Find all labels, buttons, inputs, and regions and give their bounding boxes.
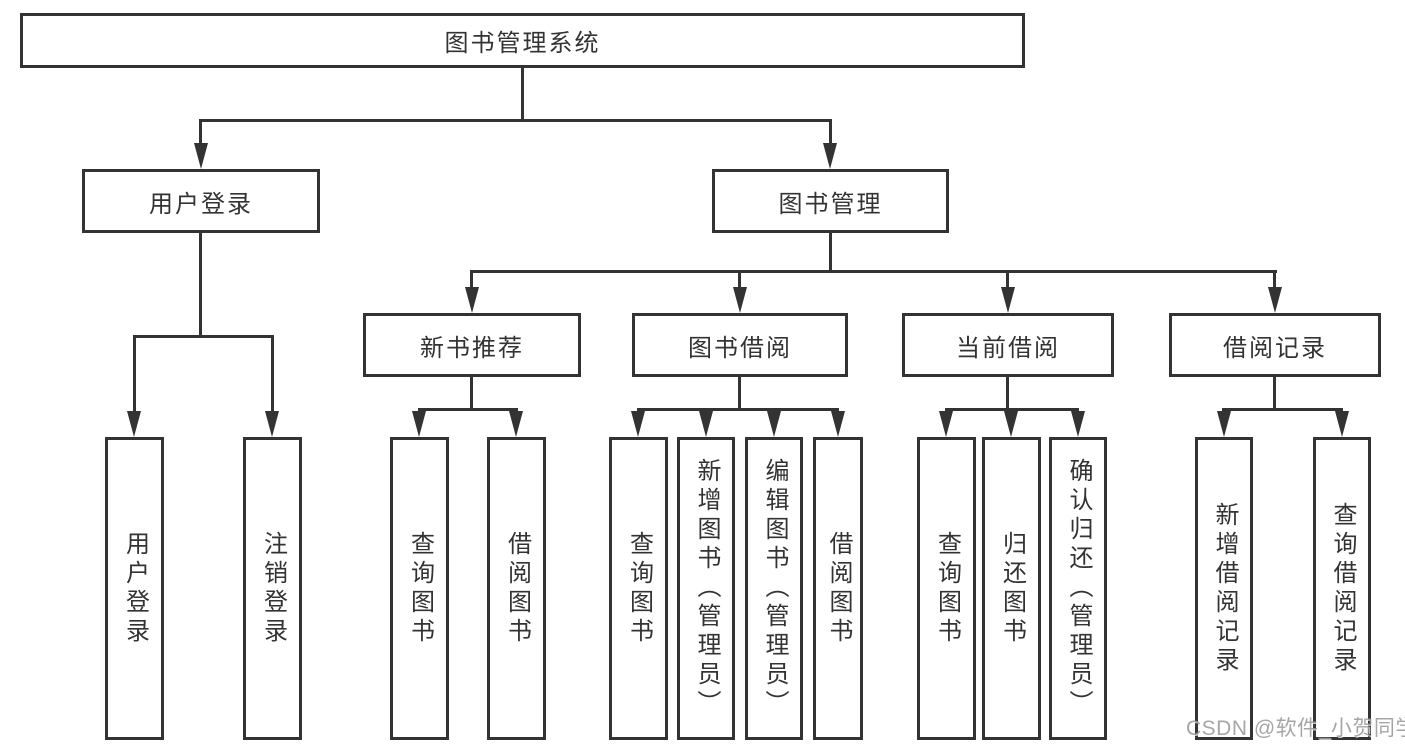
arrowhead <box>1001 287 1015 313</box>
connector-branch <box>418 408 518 411</box>
connector-stem <box>1273 270 1276 289</box>
arrowhead <box>733 287 747 313</box>
node-user-login-label: 用户登录 <box>149 190 253 218</box>
connector-branch <box>133 335 274 338</box>
leaf-label: 借阅图书 <box>503 530 531 647</box>
connector-stem <box>1006 377 1009 408</box>
connector-stem <box>738 270 741 289</box>
connector-stem <box>470 377 473 408</box>
connector-stem <box>133 335 136 413</box>
node-user-login: 用户登录 <box>82 169 320 233</box>
leaf-borrow-books: 借阅图书 <box>487 437 546 740</box>
connector-branch <box>1223 408 1343 411</box>
arrowhead <box>939 411 953 437</box>
arrowhead <box>265 411 279 437</box>
connector-stem <box>1273 377 1276 408</box>
connector-stem <box>738 377 741 408</box>
leaf-label: 查询图书 <box>406 530 434 647</box>
leaf-label: 新增借阅记录 <box>1211 501 1238 676</box>
connector-trunk <box>521 68 524 119</box>
arrowhead <box>1004 411 1018 437</box>
node-label: 借阅记录 <box>1223 334 1327 362</box>
node-current-borrow: 当前借阅 <box>902 313 1114 377</box>
arrowhead <box>127 411 141 437</box>
leaf-label: 查询图书 <box>625 530 653 647</box>
watermark: CSDN @软件_小贺同学 <box>1186 712 1405 742</box>
arrowhead <box>631 411 645 437</box>
arrowhead <box>699 411 713 437</box>
node-book-mgmt-label: 图书管理 <box>778 190 883 218</box>
leaf-label: 确认归还（管理员） <box>1065 458 1092 719</box>
connector-branch <box>637 408 839 411</box>
leaf-return-books: 归还图书 <box>982 437 1041 740</box>
connector-stem <box>271 335 274 413</box>
leaf-query-borrow-record: 查询借阅记录 <box>1313 437 1371 740</box>
connector-branch <box>471 270 1277 273</box>
node-label: 新书推荐 <box>420 334 524 362</box>
node-new-book-recommend: 新书推荐 <box>363 313 581 377</box>
leaf-add-borrow-record: 新增借阅记录 <box>1195 437 1253 740</box>
leaf-label: 新增图书（管理员） <box>693 458 720 719</box>
leaf-query-books: 查询图书 <box>390 437 449 740</box>
node-book-borrow: 图书借阅 <box>632 313 848 377</box>
arrowhead <box>823 143 837 169</box>
leaf-borrow-books: 借阅图书 <box>813 437 863 740</box>
arrowhead <box>465 287 479 313</box>
leaf-label: 编辑图书（管理员） <box>761 458 788 719</box>
node-book-mgmt: 图书管理 <box>712 169 949 233</box>
connector-stem <box>470 270 473 289</box>
leaf-confirm-return-admin: 确认归还（管理员） <box>1049 437 1107 740</box>
watermark-text: CSDN @软件_小贺同学 <box>1186 717 1405 740</box>
arrowhead <box>1217 411 1231 437</box>
arrowhead <box>194 143 208 169</box>
connector-stem <box>199 233 202 335</box>
node-label: 当前借阅 <box>956 334 1060 362</box>
leaf-label: 查询图书 <box>933 530 961 647</box>
connector-stem <box>199 119 202 145</box>
leaf-label: 借阅图书 <box>825 530 852 647</box>
node-root: 图书管理系统 <box>20 13 1025 68</box>
leaf-edit-books-admin: 编辑图书（管理员） <box>745 437 803 740</box>
arrowhead <box>767 411 781 437</box>
leaf-query-books: 查询图书 <box>609 437 668 740</box>
node-root-label: 图书管理系统 <box>444 30 601 57</box>
connector-level1 <box>200 119 832 122</box>
node-label: 图书借阅 <box>688 334 792 362</box>
connector-stem <box>829 119 832 145</box>
leaf-query-books: 查询图书 <box>917 437 976 740</box>
node-borrow-record: 借阅记录 <box>1169 313 1381 377</box>
leaf-label: 用户登录 <box>121 530 149 647</box>
arrowhead <box>1071 411 1085 437</box>
arrowhead <box>412 411 426 437</box>
arrowhead <box>1335 411 1349 437</box>
leaf-label: 注销登录 <box>259 530 287 647</box>
leaf-label: 归还图书 <box>998 530 1026 647</box>
leaf-label: 查询借阅记录 <box>1329 501 1356 676</box>
connector-stem <box>1006 270 1009 289</box>
arrowhead <box>1268 287 1282 313</box>
arrowhead <box>509 411 523 437</box>
leaf-logout: 注销登录 <box>243 437 302 740</box>
leaf-user-login: 用户登录 <box>105 437 164 740</box>
connector-stem <box>829 233 832 270</box>
leaf-add-books-admin: 新增图书（管理员） <box>677 437 735 740</box>
arrowhead <box>831 411 845 437</box>
